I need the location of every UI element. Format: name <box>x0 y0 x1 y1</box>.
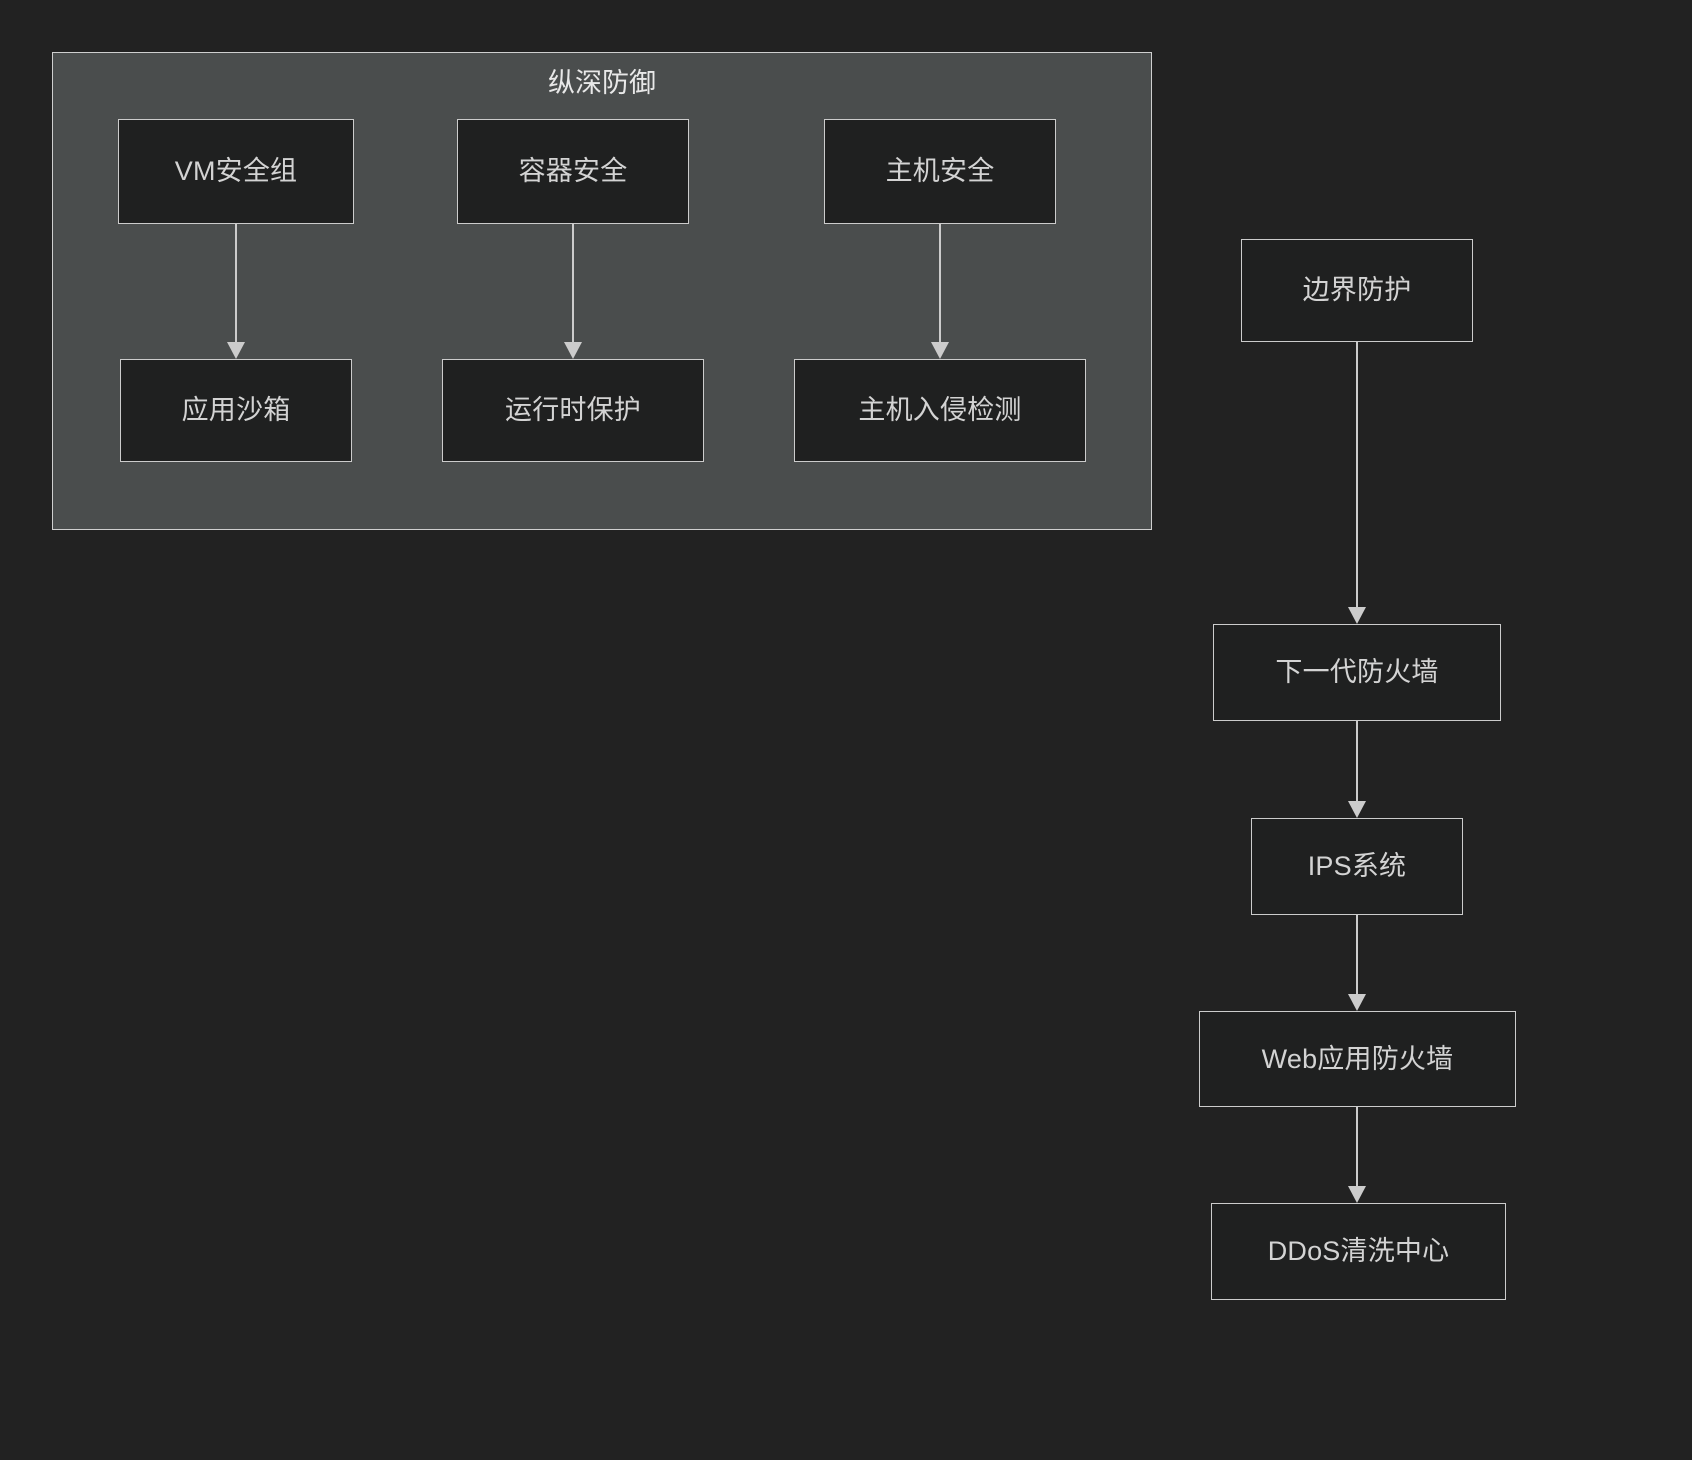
node-runtime-protection[interactable]: 运行时保护 <box>442 359 704 462</box>
node-host-ids[interactable]: 主机入侵检测 <box>794 359 1086 462</box>
node-label: 容器安全 <box>518 156 628 186</box>
node-label: 运行时保护 <box>505 395 641 425</box>
edge-edge-ngfw-to-ips <box>1348 721 1366 818</box>
node-label: 主机入侵检测 <box>858 395 1022 425</box>
node-ddos-scrubbing[interactable]: DDoS清洗中心 <box>1211 1203 1506 1300</box>
subgraph-title: 纵深防御 <box>548 68 656 98</box>
node-ngfw[interactable]: 下一代防火墙 <box>1213 624 1501 721</box>
edge-edge-ips-to-waf <box>1348 915 1366 1011</box>
node-label: DDoS清洗中心 <box>1267 1236 1450 1266</box>
node-perimeter-defense[interactable]: 边界防护 <box>1241 239 1473 342</box>
node-ips-system[interactable]: IPS系统 <box>1251 818 1463 915</box>
node-label: 主机安全 <box>885 156 995 186</box>
node-waf[interactable]: Web应用防火墙 <box>1199 1011 1516 1107</box>
node-label: 下一代防火墙 <box>1275 657 1439 687</box>
node-label: 应用沙箱 <box>181 395 291 425</box>
node-host-security[interactable]: 主机安全 <box>824 119 1056 224</box>
node-container-security[interactable]: 容器安全 <box>457 119 689 224</box>
node-vm-security-group[interactable]: VM安全组 <box>118 119 354 224</box>
node-label: Web应用防火墙 <box>1261 1043 1454 1074</box>
edge-edge-waf-to-ddos <box>1348 1107 1366 1203</box>
node-app-sandbox[interactable]: 应用沙箱 <box>120 359 352 462</box>
edge-edge-perimeter-to-ngfw <box>1348 342 1366 624</box>
node-label: VM安全组 <box>174 156 298 186</box>
node-label: 边界防护 <box>1302 275 1412 305</box>
node-label: IPS系统 <box>1307 851 1407 881</box>
